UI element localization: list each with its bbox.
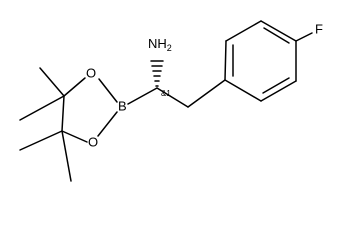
bond-ring-3 [260,20,297,42]
oxygen-upper-label: O [86,65,96,80]
bond-b-o-upper [98,78,118,103]
oxygen-lower-label: O [88,134,98,149]
bond-c-o-lower [61,130,88,143]
fluorine-label: F [315,21,323,36]
bond-methyl-lower-1 [19,130,63,151]
bond-ring-5 [260,80,297,102]
bond-c-stereo-ch2 [156,87,189,108]
bonds [19,20,313,182]
bond-ring-2 [225,20,262,42]
bond-c-f [295,32,313,42]
bond-b-c-stereo [127,87,158,105]
chemical-structure-diagram: NH2 &1 B O O F [19,20,323,182]
amine-label: NH2 [148,36,172,53]
bond-ring-double-2 [263,27,290,44]
bond-methyl-upper-1 [39,67,65,97]
bond-ring-6 [224,79,262,102]
bond-o-upper-c [63,77,86,97]
bond-methyl-lower-2 [61,130,72,182]
stereo-descriptor-label: &1 [161,89,171,98]
bond-ring-double-3 [262,77,290,94]
boron-label: B [118,98,127,113]
bond-ring-1 [224,40,227,81]
bond-o-lower-b [97,111,118,137]
atom-labels: NH2 &1 B O O F [86,21,323,149]
hashed-wedge-bond [150,60,164,87]
bond-c-c-ring [61,95,65,132]
bond-ch2-aryl [187,79,226,108]
bond-methyl-upper-2 [19,95,65,121]
